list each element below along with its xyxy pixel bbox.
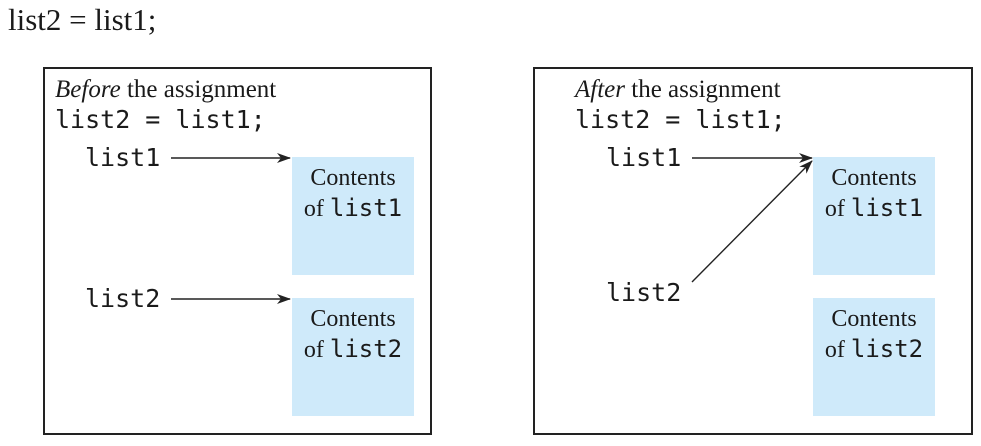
before-panel: Before the assignment list2 = list1; lis… [43,67,432,435]
before-caption-emphasis: Before [55,76,121,103]
after-list1-label: list1 [606,143,682,172]
after-panel: After the assignment list2 = list1; list… [533,67,973,435]
box-label-name: list1 [329,194,403,222]
before-list2-label: list2 [85,284,161,313]
before-list2-contents-box: Contents of list2 [292,298,414,416]
after-list2-label: list2 [606,278,682,307]
box-label-name: list1 [850,194,924,222]
before-caption-text: the assignment [120,76,277,103]
before-caption: Before the assignment [55,75,276,105]
after-arrows [691,153,813,283]
box-label-name: list2 [329,335,403,363]
box-label-contents: Contents [310,306,396,332]
before-list1-label: list1 [85,143,161,172]
after-list1-contents-box: Contents of list1 [813,157,935,275]
box-label-of-line: of list1 [303,194,403,222]
after-list2-arrow [691,160,813,283]
box-label-of-line: of list2 [824,335,924,363]
after-list2-contents-box: Contents of list2 [813,298,935,416]
before-code-line: list2 = list1; [55,105,266,134]
after-caption-emphasis: After [575,76,625,103]
after-code-line: list2 = list1; [575,105,786,134]
box-label-of-line: of list1 [824,194,924,222]
after-caption-text: the assignment [625,76,781,103]
box-label-of-line: of list2 [303,335,403,363]
box-label-contents: Contents [831,306,917,332]
box-label-name: list2 [850,335,924,363]
box-label-contents: Contents [831,165,917,191]
before-arrows [171,153,291,304]
after-caption: After the assignment [575,75,781,105]
before-list1-contents-box: Contents of list1 [292,157,414,275]
page-title: list2 = list1; [8,2,157,37]
box-label-contents: Contents [310,165,396,191]
